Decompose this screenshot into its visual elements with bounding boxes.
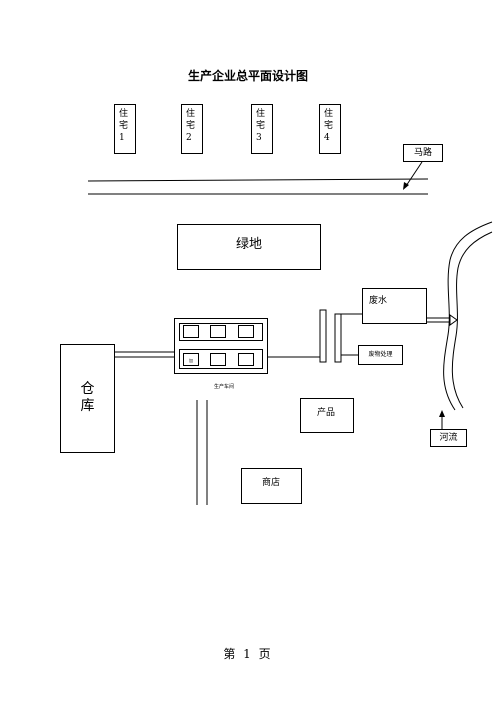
tank-1 xyxy=(319,309,327,363)
house-3-number: 3 xyxy=(256,133,262,143)
road-arrow-head xyxy=(403,182,409,190)
house-2-char-1: 住 xyxy=(186,109,196,119)
workshop-box: 加 xyxy=(174,318,268,374)
road-label: 马路 xyxy=(413,148,432,158)
house-1-number: 1 xyxy=(119,133,125,143)
house-4-char-1: 住 xyxy=(324,109,334,119)
wastewater-arrow-head xyxy=(449,314,458,326)
river-label-box: 河流 xyxy=(430,429,467,447)
workshop-cell-first: 加 xyxy=(183,353,199,366)
wastewater-box: 废水 xyxy=(362,288,427,324)
road-line-top xyxy=(87,178,429,182)
house-2-number: 2 xyxy=(186,133,192,143)
workshop-cell-label: 加 xyxy=(189,358,193,363)
house-4-number: 4 xyxy=(324,133,330,143)
river-arrow-head xyxy=(439,410,445,417)
road-label-box: 马路 xyxy=(403,144,443,162)
wastewater-label: 废水 xyxy=(369,296,388,306)
road-arrow-line xyxy=(405,161,423,187)
page-title: 生产企业总平面设计图 xyxy=(187,69,308,83)
house-1-char-1: 住 xyxy=(119,109,129,119)
tank-2 xyxy=(334,313,342,363)
warehouse-box: 仓 库 xyxy=(60,344,115,453)
product-box: 产品 xyxy=(300,398,354,433)
greenland-box: 绿地 xyxy=(177,224,321,270)
house-4-char-2: 宅 xyxy=(324,121,334,131)
house-3-char-1: 住 xyxy=(256,109,266,119)
waste-treatment-box: 废物处理 xyxy=(358,345,403,365)
river-bank-right xyxy=(451,231,493,409)
workshop-cell xyxy=(210,353,226,366)
house-1-char-2: 宅 xyxy=(119,121,129,131)
workshop-cell xyxy=(238,353,254,366)
waste-treatment-label: 废物处理 xyxy=(368,351,393,358)
shop-label: 商店 xyxy=(262,478,281,488)
river-bank-left xyxy=(443,221,493,411)
river-label: 河流 xyxy=(439,433,458,443)
workshop-cell xyxy=(210,325,226,338)
warehouse-label-2: 库 xyxy=(80,398,95,414)
greenland-label: 绿地 xyxy=(235,237,262,252)
house-2-char-2: 宅 xyxy=(186,121,196,131)
workshop-label: 生产车间 xyxy=(214,384,235,390)
workshop-cell xyxy=(183,325,199,338)
house-2: 住 宅 2 xyxy=(181,104,203,154)
page-footer: 第 1 页 xyxy=(223,647,273,661)
house-1: 住 宅 1 xyxy=(114,104,136,154)
house-3-char-2: 宅 xyxy=(256,121,266,131)
house-3: 住 宅 3 xyxy=(251,104,273,154)
workshop-cell xyxy=(238,325,254,338)
house-4: 住 宅 4 xyxy=(319,104,341,154)
warehouse-label-1: 仓 xyxy=(80,381,95,397)
product-label: 产品 xyxy=(317,408,336,418)
shop-box: 商店 xyxy=(241,468,302,504)
